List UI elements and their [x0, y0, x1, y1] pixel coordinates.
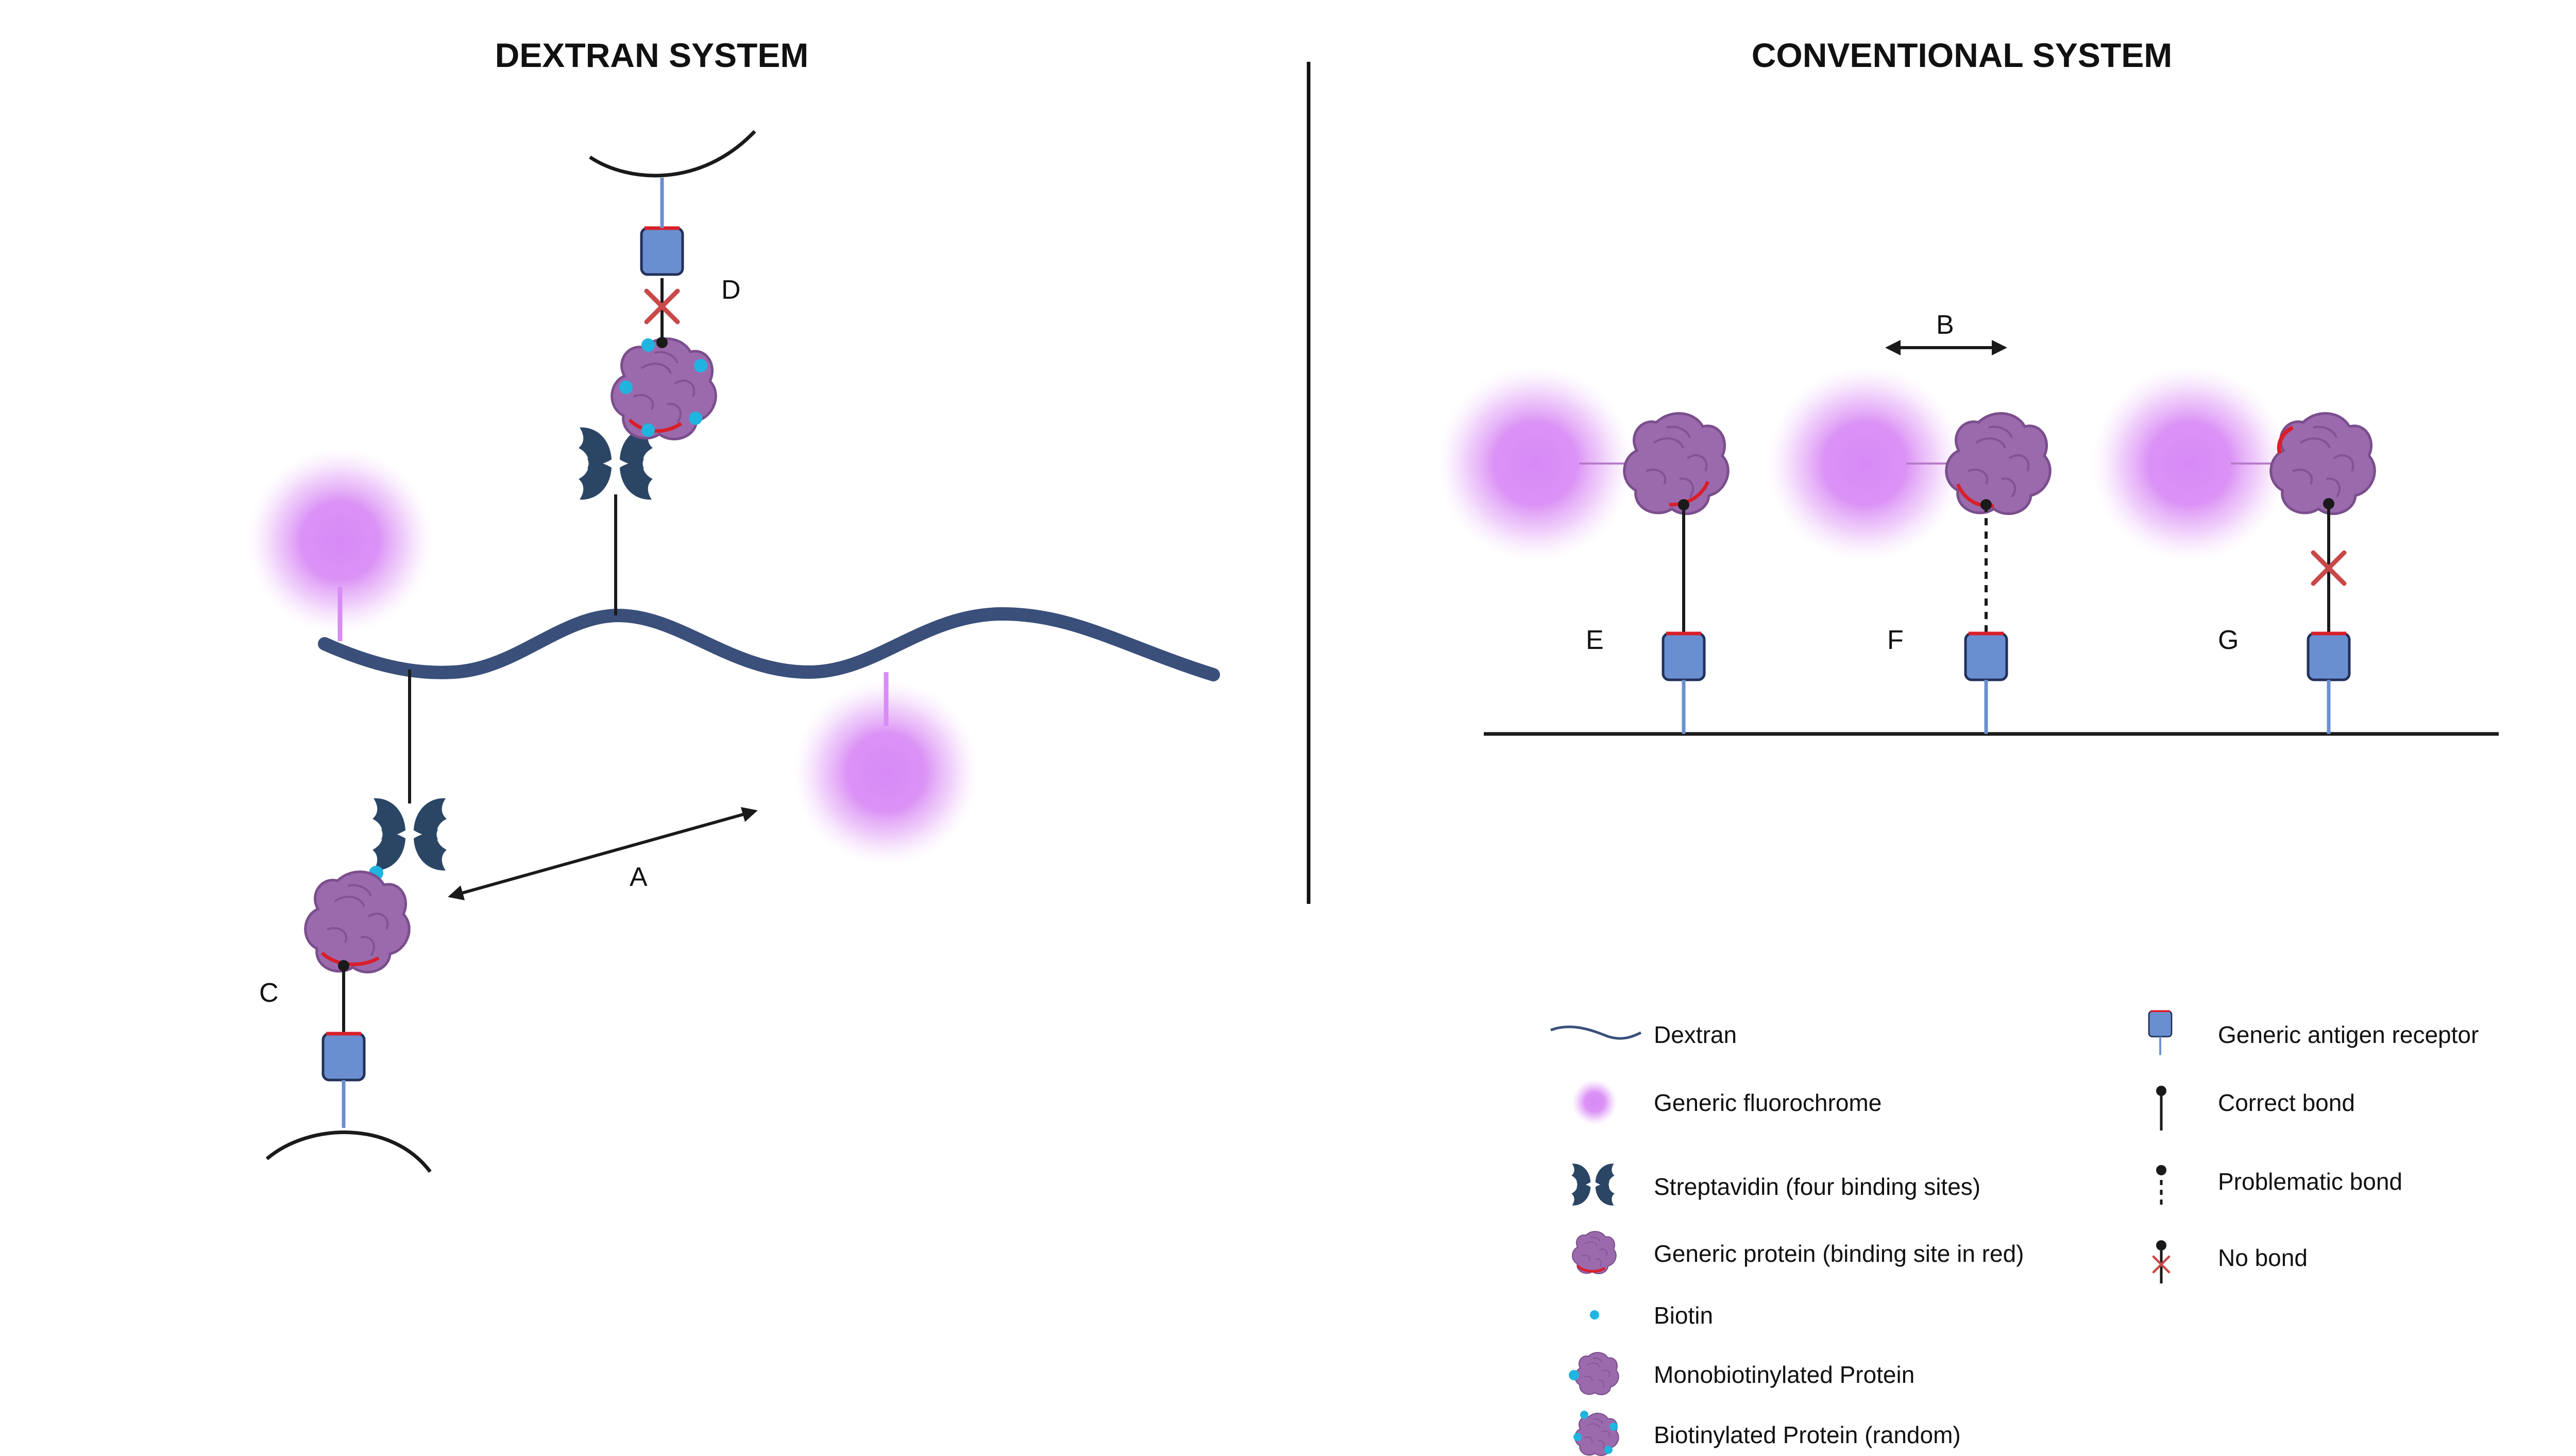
conventional-system-title: CONVENTIONAL SYSTEM: [1752, 36, 2173, 74]
legend-receptor-label: Generic antigen receptor: [2218, 1021, 2479, 1048]
legend-protein-binding-site: [1577, 1265, 1606, 1273]
legend-mono-protein-label: Monobiotinylated Protein: [1654, 1361, 1914, 1388]
protein-g-binding-site: [2277, 425, 2294, 454]
legend-correct-bond-label: Correct bond: [2218, 1089, 2355, 1116]
receptor-e-icon: [1663, 633, 1704, 680]
protein-e-icon: [1624, 414, 1728, 514]
legend-random-biotin-3-icon: [1573, 1433, 1582, 1441]
receptor-g-icon: [2308, 633, 2349, 680]
label-g: G: [2218, 625, 2239, 655]
label-b: B: [1936, 310, 1954, 340]
fluorochrome-bottom: [793, 680, 979, 865]
label-c: C: [259, 978, 279, 1008]
legend-random-protein-label: Biotinylated Protein (random): [1654, 1421, 1961, 1448]
legend-random-biotin-2-icon: [1609, 1423, 1618, 1431]
legend-fluorochrome-icon: [1571, 1079, 1618, 1125]
protein-g-icon: [2271, 414, 2375, 514]
distance-arrow-a: [448, 807, 758, 900]
receptor-d-icon: [641, 228, 683, 275]
label-e: E: [1586, 625, 1604, 655]
fluorochrome-top: [247, 448, 433, 633]
legend-random-biotin-1-icon: [1580, 1411, 1588, 1419]
receptor-c-icon: [323, 1034, 364, 1080]
cell-membrane-top: [589, 130, 756, 178]
fluorochrome-f: [1767, 366, 1963, 561]
protein-c-icon: [306, 872, 410, 972]
legend-receptor-icon: [2148, 1010, 2173, 1055]
label-f: F: [1887, 625, 1904, 655]
legend-protein-label: Generic protein (binding site in red): [1654, 1240, 2024, 1267]
legend: Dextran Generic fluorochrome Streptavidi…: [1550, 1010, 2479, 1456]
label-d: D: [721, 275, 741, 305]
legend-streptavidin-label: Streptavidin (four binding sites): [1654, 1173, 1980, 1200]
legend-fluorochrome-label: Generic fluorochrome: [1654, 1089, 1882, 1116]
conventional-panel: E F B G: [1437, 310, 2499, 736]
protein-f-icon: [1946, 414, 2050, 514]
biotin-d-1-icon: [641, 338, 655, 352]
protein-e-binding-site: [1669, 481, 1710, 507]
biotin-d-5-icon: [641, 423, 655, 437]
bond-d-dot: [656, 337, 668, 348]
legend-dextran-label: Dextran: [1654, 1021, 1737, 1048]
legend-mono-protein-icon: [1574, 1352, 1619, 1395]
legend-dextran-icon: [1550, 1025, 1642, 1040]
receptor-f-icon: [1965, 633, 2007, 680]
legend-no-bond-label: No bond: [2218, 1244, 2308, 1271]
biotin-d-2-icon: [694, 359, 707, 372]
biotin-d-4-icon: [689, 412, 702, 425]
legend-random-biotin-4-icon: [1604, 1446, 1613, 1454]
fluorochrome-e: [1437, 366, 1633, 561]
legend-mono-biotin-icon: [1569, 1370, 1579, 1380]
dextran-system-title: DEXTRAN SYSTEM: [495, 36, 809, 74]
dextran-chain: [318, 607, 1220, 681]
cell-membrane-bottom: [265, 1130, 432, 1173]
legend-streptavidin-icon: [1571, 1163, 1615, 1206]
legend-problematic-bond-label: Problematic bond: [2218, 1168, 2402, 1195]
legend-biotin-icon: [1590, 1310, 1599, 1320]
streptavidin-lower-icon: [372, 798, 447, 871]
fluorochrome-g: [2092, 366, 2287, 561]
dextran-panel: D C A: [247, 130, 1220, 1173]
label-a: A: [630, 862, 648, 892]
biotin-d-3-icon: [619, 381, 633, 394]
legend-biotin-label: Biotin: [1654, 1302, 1713, 1329]
